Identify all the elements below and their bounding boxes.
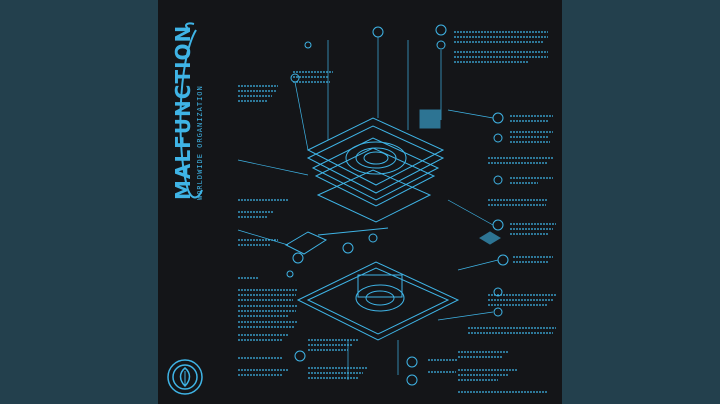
leader-lines bbox=[237, 37, 499, 380]
middle-parts bbox=[284, 227, 501, 278]
title-swoosh bbox=[179, 29, 203, 199]
album-artwork bbox=[158, 0, 562, 404]
callouts bbox=[290, 24, 509, 386]
lower-deck bbox=[296, 261, 460, 341]
upper-deck bbox=[306, 109, 445, 223]
annotation-blocks bbox=[238, 31, 556, 393]
blueprint-drawing bbox=[179, 22, 556, 393]
leaf-seal-icon bbox=[167, 359, 203, 395]
